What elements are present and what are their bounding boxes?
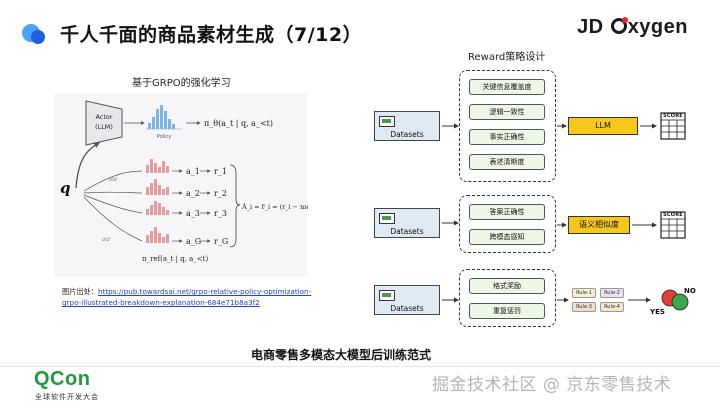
datasets-label-3: Datasets: [390, 304, 424, 313]
ref-histograms: [146, 159, 169, 243]
old-label-bottom: old: [102, 237, 110, 243]
pi-theta-label: π_θ(a_t | q, a_<t): [204, 119, 273, 128]
reward-item-repeat: 重复惩罚: [469, 303, 545, 319]
reward-2: r_2: [214, 189, 227, 198]
policy-label: Policy: [157, 134, 171, 140]
title-bullet-icon: [22, 22, 52, 46]
old-label-top: old: [109, 177, 117, 183]
grpo-caption: 基于GRPO的强化学习: [132, 78, 231, 89]
datasets-box-2: Datasets: [374, 208, 440, 238]
grpo-diagram: Actor (LLM) Policy π_θ(a_t | q, a_<t) q: [54, 93, 354, 277]
action-g: a_G: [186, 237, 201, 246]
similarity-judge: 语义相似度: [568, 216, 630, 234]
fanout-lines: [83, 170, 143, 242]
score-icon-2: SCORE: [660, 211, 686, 239]
yes-no-icon: YES NO: [650, 287, 696, 316]
reward-item-answer: 答案正确性: [469, 204, 545, 220]
reward-item-format: 格式奖励: [469, 278, 545, 294]
image-icon: [379, 290, 395, 301]
reward-brace: [229, 164, 241, 248]
qcon-logo: QCon: [34, 368, 91, 390]
action-arrows: [172, 169, 211, 243]
action-2: a_2: [186, 189, 200, 198]
pi-ref-label: π_ref(a_t | q, a_<t): [142, 255, 208, 263]
datasets-label-1: Datasets: [390, 130, 424, 139]
q-label: q: [60, 179, 71, 197]
action-3: a_3: [186, 209, 200, 218]
reward-group-2: [459, 195, 556, 253]
reward-item-consistency: 逻辑一致性: [469, 104, 545, 120]
source-prefix: 图片出处：: [62, 287, 98, 296]
score-label-1: SCORE: [663, 113, 683, 119]
brand-text-right: xygen: [627, 16, 688, 38]
rule-3-tag: Rule-3: [572, 302, 596, 312]
reward-title: Reward策略设计: [468, 52, 546, 63]
bottom-caption: 电商零售多模态大模型后训练范式: [251, 348, 432, 362]
slide-title: 千人千面的商品素材生成（7/12）: [60, 24, 363, 46]
reward-g: r_G: [214, 237, 228, 246]
actor-shape: [85, 100, 123, 146]
reward-item-coverage: 关键信息覆盖度: [469, 79, 545, 95]
footer-divider: [0, 366, 720, 367]
datasets-box-3: Datasets: [374, 285, 440, 315]
datasets-label-2: Datasets: [390, 227, 424, 236]
watermark: 掘金技术社区 @ 京东零售技术: [432, 375, 672, 395]
image-icon: [379, 116, 395, 127]
actor-label-1: Actor: [95, 113, 112, 121]
q-curve-arrow: [75, 142, 101, 189]
reward-item-factual: 事实正确性: [469, 129, 545, 145]
reward-3: r_3: [214, 209, 227, 218]
score-label-2: SCORE: [663, 212, 683, 218]
datasets-box-1: Datasets: [374, 111, 440, 141]
actor-label-2: (LLM): [95, 123, 113, 131]
reward-1: r_1: [214, 167, 227, 176]
reward-item-crossmodal: 跨模态感知: [469, 229, 545, 245]
rule-1-tag: Rule-1: [572, 288, 596, 298]
policy-histogram: [146, 105, 182, 130]
score-icon-1: SCORE: [660, 112, 686, 140]
rule-4-tag: Rule-4: [600, 302, 624, 312]
advantage-formula: Â_i = r̃_i = (r_i − mean(r)) / std(r): [241, 202, 308, 211]
action-1: a_1: [186, 167, 200, 176]
reward-group-3: [459, 269, 556, 327]
grpo-diagram-svg: Actor (LLM) Policy π_θ(a_t | q, a_<t) q: [60, 100, 354, 263]
brand-o-icon: [610, 17, 628, 34]
jd-oxygen-logo: JD xygen: [577, 16, 688, 39]
no-label: NO: [684, 287, 696, 295]
image-icon: [379, 213, 395, 224]
source-link[interactable]: https://pub.towardsai.net/grpo-relative-…: [62, 287, 312, 307]
yes-label: YES: [650, 308, 665, 316]
reward-item-clarity: 表述清晰度: [469, 154, 545, 170]
qcon-subtitle: 全球软件开发大会: [35, 393, 99, 401]
reward-group-1: [459, 70, 556, 182]
image-source: 图片出处：https://pub.towardsai.net/grpo-rela…: [62, 286, 312, 308]
brand-text-left: JD: [577, 16, 610, 38]
rule-2-tag: Rule-2: [600, 288, 624, 298]
llm-judge: LLM: [568, 117, 638, 135]
